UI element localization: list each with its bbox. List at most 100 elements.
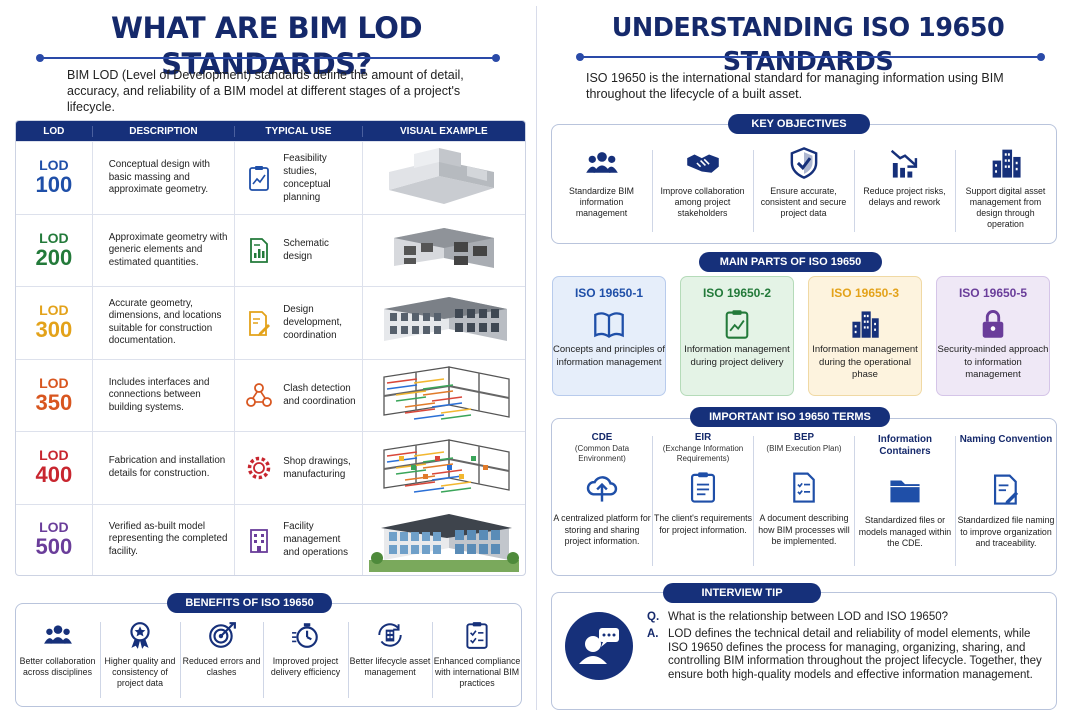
lod-visual-example: [363, 505, 525, 575]
objective-item: Improve collaboration among project stak…: [654, 146, 751, 219]
lod-typical-use: Feasibility studies, conceptual planning: [235, 142, 363, 214]
term-subtitle: (Common Data Environment): [574, 444, 630, 463]
objective-item: Standardize BIM information management: [553, 146, 650, 219]
benefit-item: Reduced errors and clashes: [180, 620, 263, 678]
person-chat-icon: [565, 612, 633, 680]
benefit-item: Better collaboration across disciplines: [15, 620, 100, 678]
typical-use-text: Schematic design: [283, 238, 329, 263]
benefit-item: Higher quality and consistency of projec…: [100, 620, 180, 689]
file-edit-icon: [957, 472, 1055, 511]
lod-label: LOD: [39, 519, 69, 535]
lod-level: LOD 100: [16, 142, 93, 214]
term-desc: Standardized file naming to improve orga…: [957, 515, 1055, 548]
iso-part-title: ISO 19650-5: [958, 286, 1028, 300]
term-item: BEP (BIM Execution Plan) A document desc…: [755, 432, 853, 548]
term-separator: [652, 436, 653, 566]
iso-part-title: ISO 19650-2: [702, 286, 772, 300]
header-description: DESCRIPTION: [93, 125, 236, 137]
award-ribbon-icon: [100, 620, 180, 650]
objective-separator: [854, 150, 855, 232]
lod-level: LOD 350: [16, 359, 93, 431]
benefits-title: BENEFITS OF ISO 19650: [167, 593, 332, 613]
term-title: EIR: [694, 432, 712, 443]
term-separator: [955, 436, 956, 566]
term-separator: [854, 436, 855, 566]
iso-part-desc: Information management during the operat…: [812, 344, 918, 380]
question-text: What is the relationship between LOD and…: [668, 611, 949, 623]
benefit-label: Enhanced compliance with international B…: [433, 656, 521, 688]
term-title: Naming Convention: [959, 434, 1053, 445]
left-panel: WHAT ARE BIM LOD STANDARDS? BIM LOD (Lev…: [0, 0, 533, 716]
lod-description: Approximate geometry with generic elemen…: [93, 214, 236, 286]
iso-intro: ISO 19650 is the international standard …: [586, 71, 1004, 101]
term-desc: A centralized platform for storing and s…: [553, 513, 651, 546]
lod-label: LOD: [39, 157, 69, 174]
page-title-iso: UNDERSTANDING ISO 19650 STANDARDS: [611, 13, 1005, 77]
lod-visual-example: [363, 142, 525, 214]
typical-use-text: Facility management and operations: [283, 521, 349, 558]
benefit-label: Better collaboration across disciplines: [19, 656, 96, 677]
document-chart-icon: [245, 236, 273, 264]
clipboard-chart-icon: [245, 164, 273, 192]
term-title: Information Containers: [878, 434, 932, 457]
document-list-icon: [755, 470, 853, 509]
term-desc: The client's requirements for project in…: [654, 513, 752, 535]
lod-visual-example: [363, 360, 525, 432]
cloud-upload-icon: [553, 470, 651, 509]
lod-row: LOD 500 Verified as-built model represen…: [16, 503, 525, 575]
benefit-label: Reduced errors and clashes: [182, 656, 261, 677]
lock-icon: [937, 308, 1049, 340]
term-title: BEP: [793, 432, 815, 443]
objectives-title: KEY OBJECTIVES: [728, 114, 870, 134]
term-subtitle: (BIM Execution Plan): [766, 444, 842, 453]
typical-use-text: Feasibility studies, conceptual planning: [283, 152, 331, 203]
objective-separator: [652, 150, 653, 232]
typical-use-text: Design development, coordination: [283, 304, 343, 342]
shield-check-icon: [755, 146, 852, 180]
benefit-item: Better lifecycle asset management: [348, 620, 432, 678]
document-pencil-icon: [245, 309, 273, 337]
lod-typical-use: Clash detection and coordination: [235, 359, 363, 431]
answer-text: LOD defines the technical detail and rel…: [668, 628, 1042, 681]
clipboard-list-icon: [654, 470, 752, 509]
iso-part-desc: Security-minded approach to information …: [937, 344, 1049, 380]
term-item: CDE (Common Data Environment) A centrali…: [553, 432, 651, 548]
benefit-separator: [263, 622, 264, 698]
lod-number: 200: [35, 244, 73, 270]
stopwatch-icon: [263, 620, 348, 650]
target-icon: [180, 620, 263, 650]
lod-label: LOD: [39, 229, 69, 246]
lod-typical-use: Design development, coordination: [235, 287, 363, 359]
lod-table: LOD DESCRIPTION TYPICAL USE VISUAL EXAMP…: [15, 120, 526, 576]
panel-divider: [536, 6, 537, 710]
parts-title: MAIN PARTS OF ISO 19650: [699, 252, 882, 272]
lod-label: LOD: [39, 447, 69, 464]
lod-typical-use: Schematic design: [235, 214, 363, 286]
iso-part-desc: Concepts and principles of information m…: [553, 344, 665, 368]
lod-level: LOD 300: [16, 287, 93, 359]
book-icon: [553, 308, 665, 340]
title-rule-right: [576, 53, 1045, 61]
buildings-icon: [809, 308, 921, 340]
lod-level: LOD 500: [16, 504, 93, 575]
clipboard-chart-icon: [681, 308, 793, 340]
lod-row: LOD 100 Conceptual design with basic mas…: [16, 141, 525, 214]
lod-visual-example: [363, 215, 525, 287]
lod-label: LOD: [39, 302, 69, 319]
objective-item: Support digital asset management from de…: [957, 146, 1054, 230]
lod-number: 300: [35, 317, 73, 343]
lod-row: LOD 200 Approximate geometry with generi…: [16, 213, 525, 287]
benefit-separator: [348, 622, 349, 698]
lod-table-header: LOD DESCRIPTION TYPICAL USE VISUAL EXAMP…: [16, 121, 525, 141]
lod-visual-example: [363, 287, 525, 359]
iso-part-title: ISO 19650-1: [574, 286, 644, 300]
term-title: CDE: [591, 432, 613, 443]
term-desc: Standardized files or models managed wit…: [858, 515, 952, 548]
benefit-item: Improved project delivery efficiency: [263, 620, 348, 678]
term-separator: [753, 436, 754, 566]
lod-intro: BIM LOD (Level of Development) standards…: [67, 68, 464, 114]
lod-description: Fabrication and installation details for…: [93, 432, 236, 504]
benefit-label: Better lifecycle asset management: [349, 656, 431, 677]
team-icon: [15, 620, 100, 650]
lod-number: 400: [35, 462, 73, 488]
